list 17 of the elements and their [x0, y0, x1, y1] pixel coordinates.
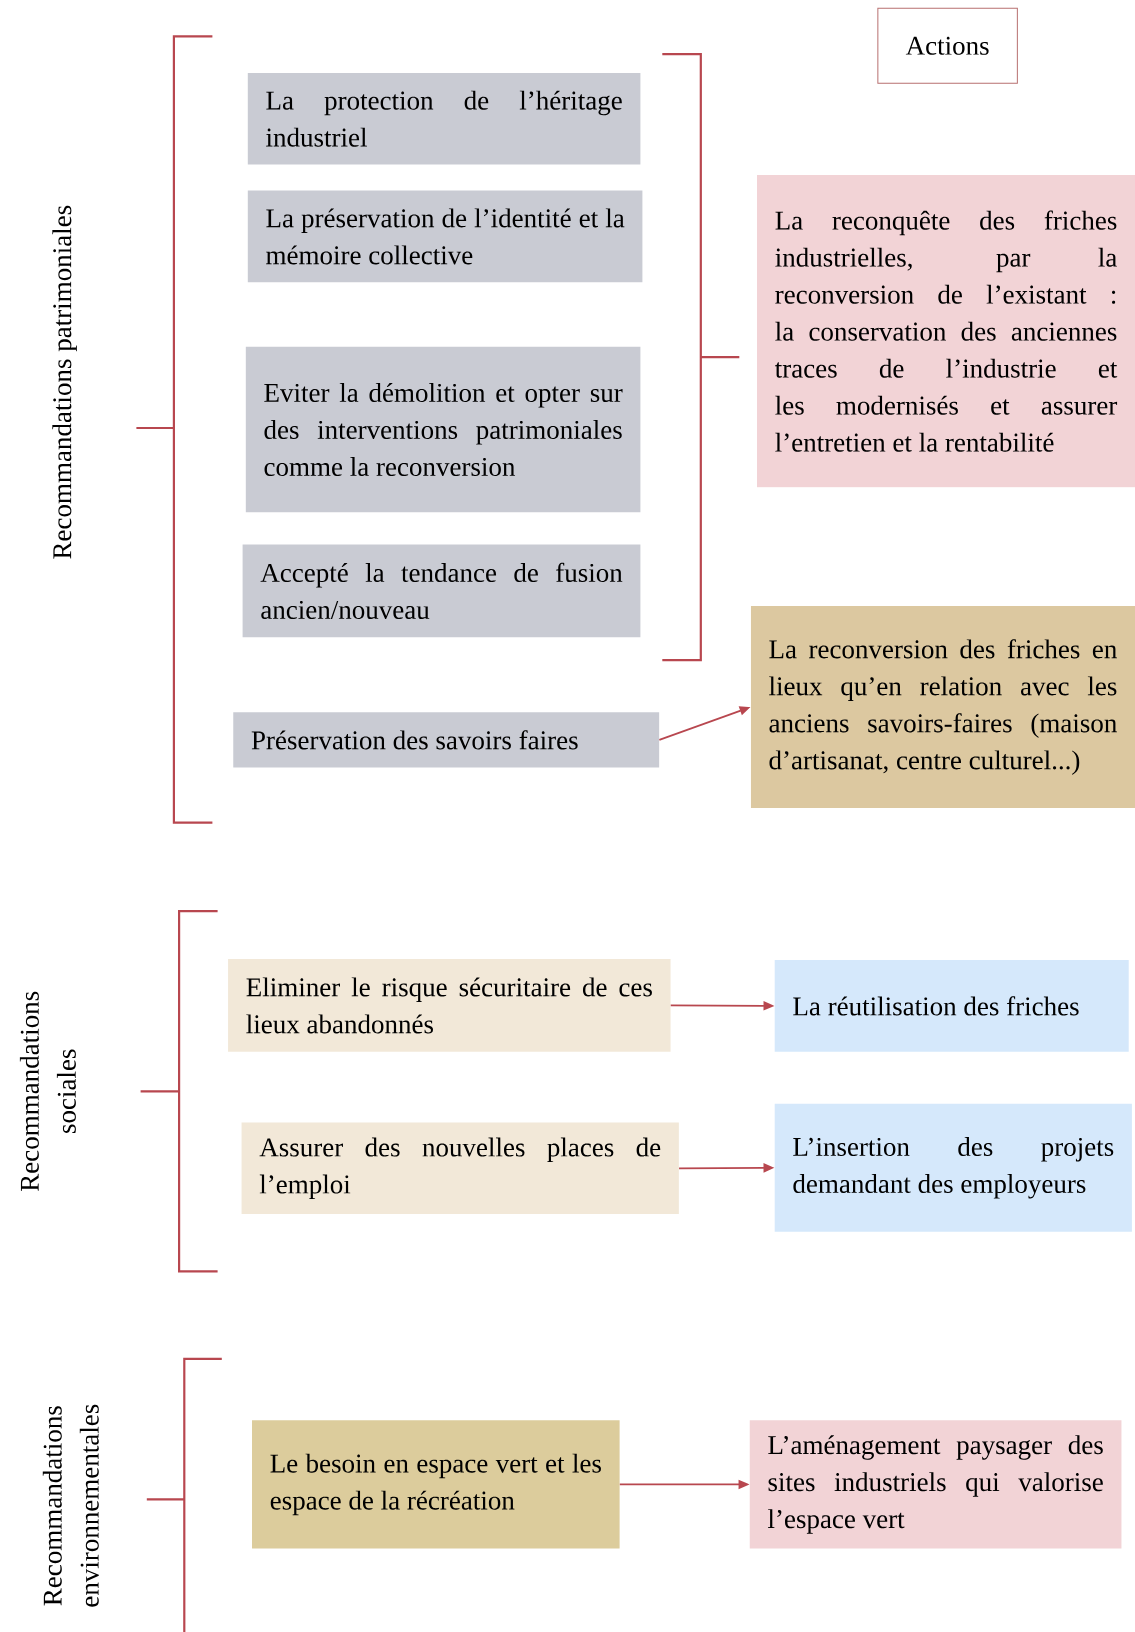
side-label: Recommandations sociales	[19, 991, 76, 1191]
text-box: La réutilisation des friches	[774, 960, 1129, 1052]
text-box: La reconversion des friches en lieux qu’en relation avec les anciens savoirs-faires (maison d’artisanat, centre culturel...)	[750, 606, 1135, 808]
text-box: Eliminer le risque sécuritaire de ces lieux abandonnés	[228, 959, 671, 1052]
text-box: Préservation des savoirs faires	[233, 712, 660, 768]
side-label: Recommandations patrimoniales	[52, 205, 77, 559]
text-box: La reconquête des friches industrielles, par la reconversion de l’existant : la conservation des anciennes traces de l’industrie et les modernisés et assurer l’entretien et la rentabilité	[757, 174, 1135, 488]
text-box: Eviter la démolition et opter sur des interventions patrimoniales comme la reconversion	[245, 346, 641, 513]
text-box: Le besoin en espace vert et les espace de la récréation	[252, 1420, 620, 1549]
text-box: La préservation de l’identité et la mémoire collective	[247, 190, 643, 283]
text-box: La protection de l’héritage industriel	[247, 72, 641, 165]
text-box: L’aménagement paysager des sites industriels qui valorise l’espace vert	[749, 1420, 1122, 1549]
header-box: Actions	[877, 7, 1018, 84]
text-box: Accepté la tendance de fusion ancien/nouveau	[242, 544, 641, 638]
text-box: Assurer des nouvelles places de l’emploi	[241, 1122, 679, 1215]
text-box: L’insertion des projets demandant des employeurs	[774, 1103, 1132, 1232]
side-label: Recommandations environnementales	[42, 1404, 99, 1607]
